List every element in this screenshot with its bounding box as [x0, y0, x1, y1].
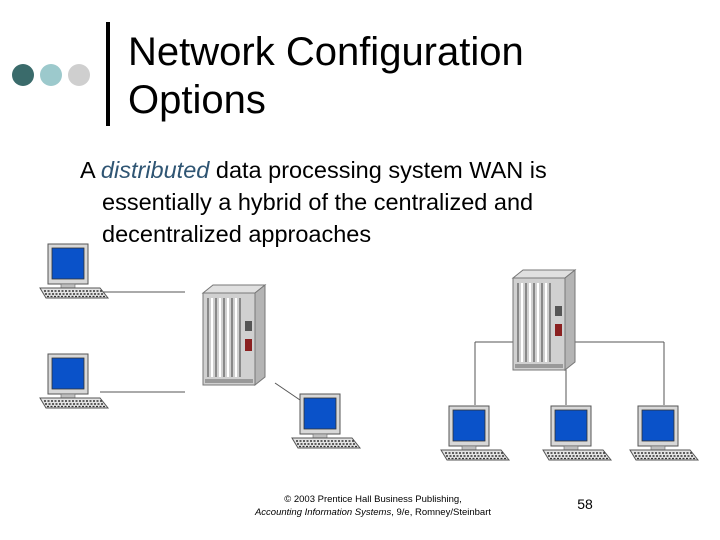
footer-source-title: Accounting Information Systems	[254, 507, 392, 518]
footer-source-rest: , 9/e, Romney/Steinbart	[391, 507, 492, 518]
body-line-2: essentially a hybrid of the centralized …	[102, 189, 534, 215]
slide-title: Network Configuration Options	[128, 28, 524, 124]
workstation-icon	[39, 353, 109, 409]
body-prefix: A	[80, 157, 101, 183]
footer-copyright: © 2003 Prentice Hall Business Publishing…	[284, 494, 462, 505]
bullet-dot-gray	[68, 64, 90, 86]
bullet-dot-light	[40, 64, 62, 86]
body-emphasis: distributed	[100, 157, 210, 183]
footer-source: Accounting Information Systems, 9/e, Rom…	[218, 506, 528, 519]
workstation-icon	[39, 243, 109, 299]
bullet-dot-dark	[12, 64, 34, 86]
footer-credit: © 2003 Prentice Hall Business Publishing…	[218, 493, 528, 519]
workstation-icon	[291, 393, 361, 449]
workstation-icon	[629, 405, 699, 461]
body-paragraph: A distributed data processing system WAN…	[80, 154, 640, 250]
workstation-icon	[542, 405, 612, 461]
body-line-1-rest: data processing system WAN is	[209, 157, 547, 183]
link-server1-ws3	[274, 382, 301, 401]
title-divider	[106, 22, 110, 126]
title-line-2: Options	[128, 78, 266, 122]
page-number: 58	[577, 496, 593, 512]
server-rack-icon	[202, 284, 266, 386]
body-line-3: decentralized approaches	[102, 221, 372, 247]
server-rack-icon	[512, 269, 576, 371]
title-line-1: Network Configuration	[128, 30, 524, 74]
workstation-icon	[440, 405, 510, 461]
